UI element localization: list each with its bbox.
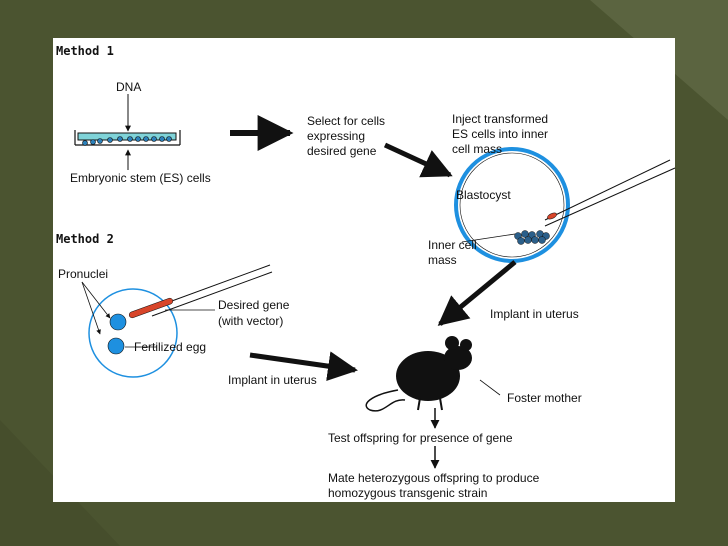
pronuclei-label: Pronuclei [58,267,109,281]
gene-label-1: Desired gene [218,298,290,312]
inner-mass-label-2: mass [428,253,457,267]
foster-label: Foster mother [507,391,582,405]
blastocyst-icon [454,147,570,263]
micropipette-icon [544,159,676,227]
mouse-icon [365,336,472,412]
select-label-1: Select for cells [307,114,386,128]
arrow-icon [249,351,358,382]
inject-label-3: cell mass [452,142,503,156]
inject-label-1: Inject transformed [452,112,549,126]
implant-label-1: Implant in uterus [490,307,579,321]
fertilized-egg-icon [88,288,178,378]
test-label: Test offspring for presence of gene [328,431,513,445]
mate-label-2: homozygous transgenic strain [328,486,488,500]
diagram-panel [53,38,675,502]
es-cells-label: Embryonic stem (ES) cells [70,171,211,185]
inject-label-2: ES cells into inner [452,127,549,141]
gene-label-2: (with vector) [218,314,284,328]
method1-title: Method 1 [56,44,114,58]
micropipette-icon [128,264,273,319]
implant-label-2: Implant in uterus [228,373,317,387]
arrow-icon [383,142,453,178]
dna-label: DNA [116,80,142,94]
petri-dish-icon [74,130,181,146]
arrow-icon [437,260,517,326]
inner-mass-label-1: Inner cell [428,238,477,252]
egg-label: Fertilized egg [134,340,207,354]
select-label-2: expressing [307,129,366,143]
method2-title: Method 2 [56,232,114,246]
select-label-3: desired gene [307,144,377,158]
mate-label-1: Mate heterozygous offspring to produce [328,471,540,485]
blastocyst-label: Blastocyst [456,188,511,202]
